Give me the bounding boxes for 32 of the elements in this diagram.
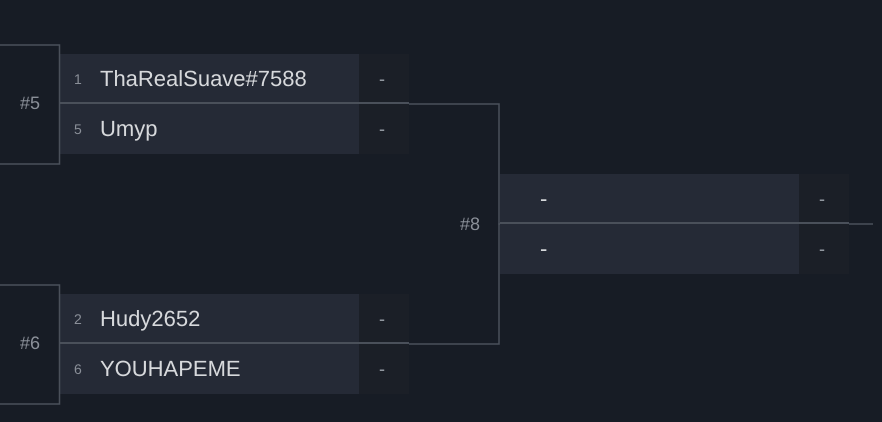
bracket-line [0, 284, 60, 344]
seed-number: 5 [74, 120, 82, 139]
seed-number: 6 [74, 360, 82, 379]
player-row [60, 54, 409, 104]
bracket-line [409, 223, 501, 345]
bracket-line [0, 44, 60, 104]
bracket-line [849, 223, 873, 225]
match-card [60, 294, 409, 394]
player-name: Umyp [100, 115, 158, 143]
score: - [379, 308, 385, 331]
match-number: #8 [460, 213, 480, 236]
bracket-line [409, 103, 501, 225]
player-name: - [540, 235, 548, 263]
seed-number: 1 [74, 70, 82, 89]
player-name: YOUHAPEME [100, 355, 241, 383]
seed-number: 2 [74, 310, 82, 329]
match-card [60, 54, 409, 154]
match-card [500, 174, 849, 274]
bracket-line [0, 344, 60, 405]
player-row [500, 174, 849, 224]
player-row [60, 294, 409, 344]
match-number: #5 [20, 92, 40, 115]
player-name: ThaRealSuave#7588 [100, 65, 307, 93]
player-name: Hudy2652 [100, 305, 200, 333]
player-name: - [540, 185, 548, 213]
score: - [379, 118, 385, 141]
match-number: #6 [20, 332, 40, 355]
score: - [379, 68, 385, 91]
score: - [819, 238, 825, 261]
score: - [379, 358, 385, 381]
bracket-line [0, 104, 60, 165]
score: - [819, 188, 825, 211]
